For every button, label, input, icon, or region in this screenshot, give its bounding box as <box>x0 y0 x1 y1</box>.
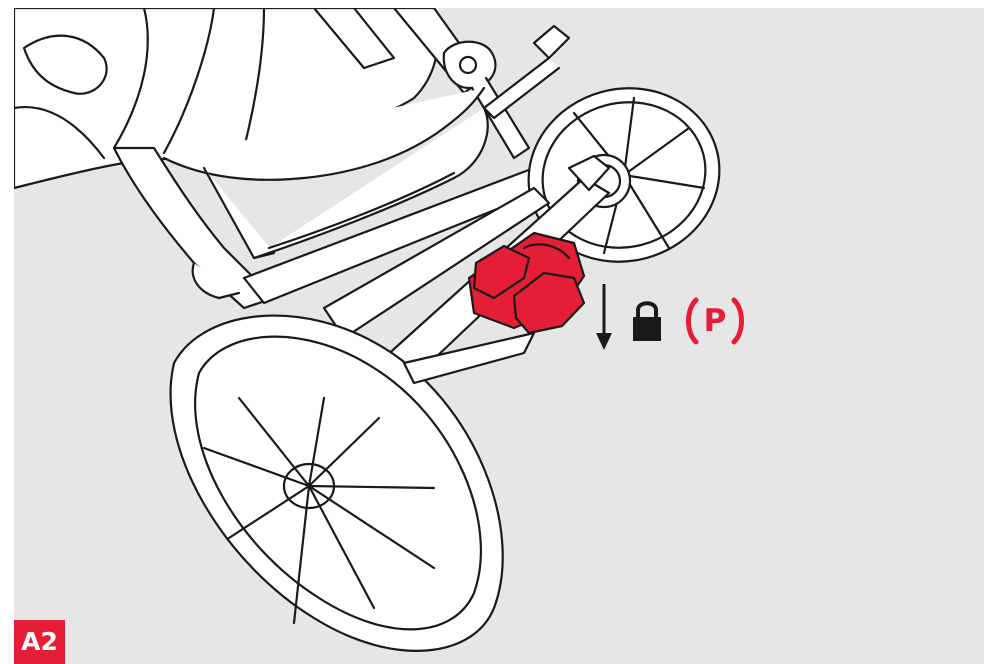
stroller-illustration <box>14 8 984 664</box>
parking-letter: P <box>682 292 748 350</box>
down-arrow-icon <box>596 284 612 350</box>
padlock-icon <box>633 303 661 341</box>
illustration-panel <box>14 8 984 664</box>
parking-brake-symbol: P <box>682 292 748 350</box>
brake-pedal <box>469 233 584 333</box>
step-badge: A2 <box>14 620 65 664</box>
